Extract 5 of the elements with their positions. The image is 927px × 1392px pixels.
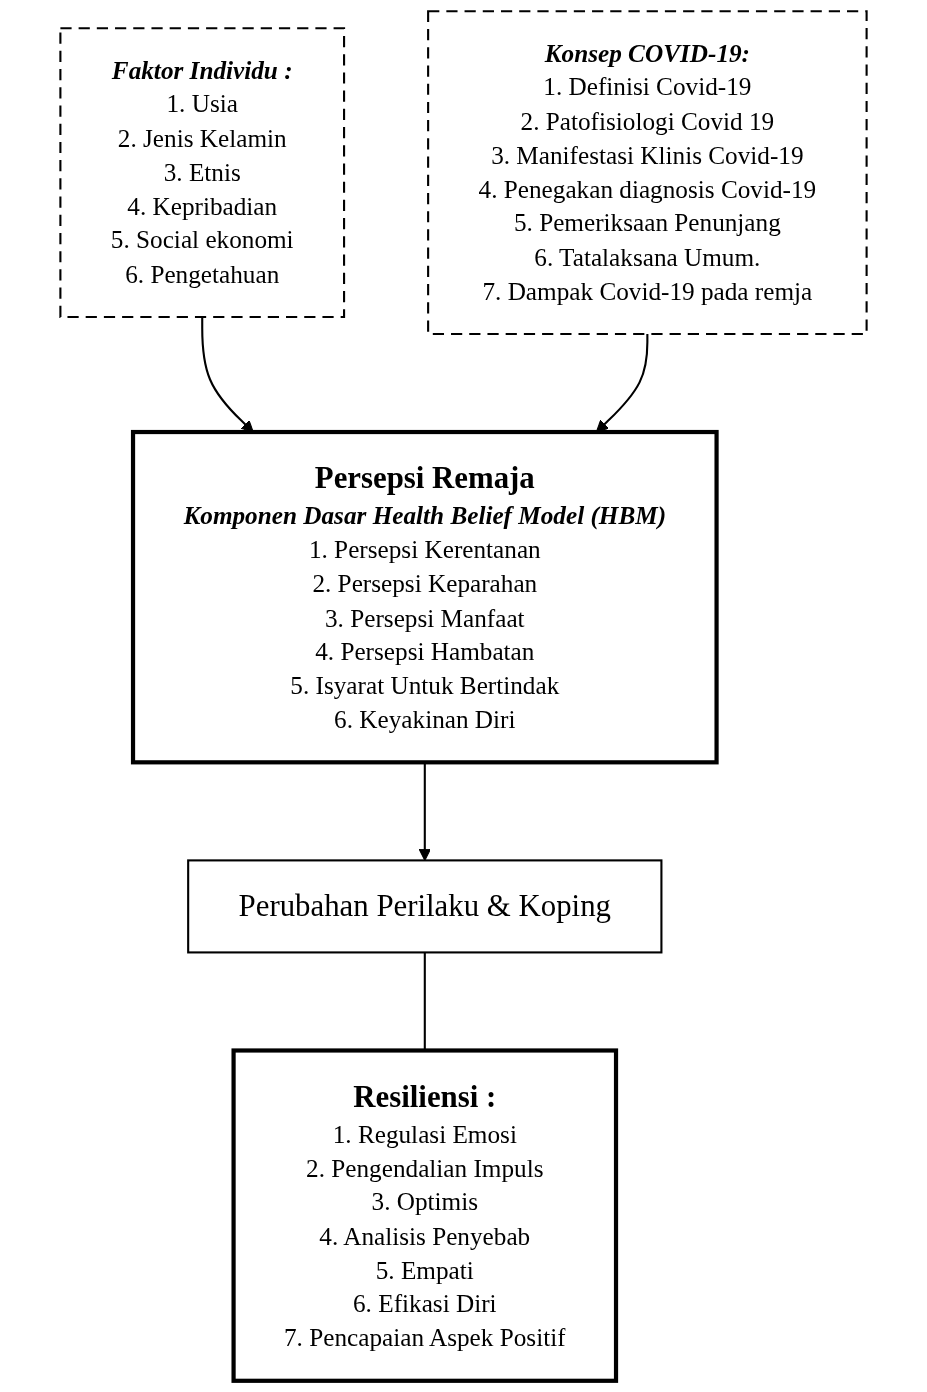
node-box: Konsep COVID-19: 1. Definisi Covid-19 2. Patofisiologi Covid 19 3. Manifestasi Klinis Covid-19 4. Penegakan diagnosis Covid-19 5. Pemeriksaan Penunjang 6. Tatalaksana Umum. 7. Dampak Covid-19 pada remja xyxy=(427,10,868,335)
node-box: Persepsi Remaja Komponen Dasar Health Belief Model (HBM) 1. Persepsi Kerentanan 2. Persepsi Keparahan 3. Persepsi Manfaat 4. Persepsi Hambatan 5. Isyarat Untuk Bertindak 6. Keyakinan Diri xyxy=(130,429,719,765)
node-box: Faktor Individu : 1. Usia 2. Jenis Kelamin 3. Etnis 4. Kepribadian 5. Social ekonomi 6. Pengetahuan xyxy=(59,27,346,318)
node-box: Resiliensi : 1. Regulasi Emosi 2. Pengendalian Impuls 3. Optimis 4. Analisis Penyebab 5. Empati 6. Efikasi Diri 7. Pencapaian Aspek Positif xyxy=(231,1048,619,1383)
node-box: Perubahan Perilaku & Koping xyxy=(187,859,663,954)
